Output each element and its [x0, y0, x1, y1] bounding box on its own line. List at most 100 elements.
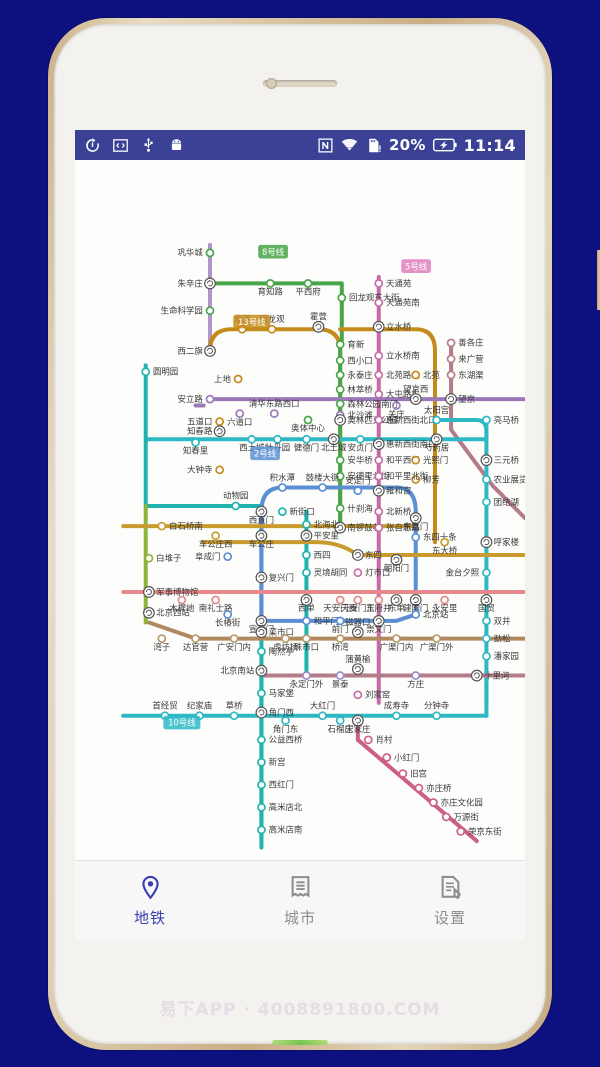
- map-station[interactable]: 肖村: [363, 735, 393, 745]
- map-station[interactable]: 北京站: [411, 609, 449, 619]
- map-station[interactable]: 东湖渠: [446, 370, 485, 380]
- map-station[interactable]: 知春路: [187, 425, 226, 438]
- map-station[interactable]: 清华东路西口: [249, 398, 300, 418]
- map-station[interactable]: 广渠门外: [420, 634, 454, 652]
- nav-item-metro[interactable]: 地铁: [75, 874, 225, 928]
- map-station[interactable]: 太阳宫: [424, 405, 449, 425]
- map-station[interactable]: 天安门东: [341, 595, 375, 613]
- map-station[interactable]: 白石桥南: [157, 521, 203, 531]
- map-station[interactable]: 桥湾: [332, 634, 349, 652]
- map-station[interactable]: 长椿街: [215, 610, 241, 628]
- map-station[interactable]: 动物园: [223, 491, 248, 511]
- map-station[interactable]: 高米店南: [257, 825, 302, 835]
- map-station[interactable]: 永安里: [432, 595, 457, 613]
- map-station[interactable]: 新街口: [277, 507, 315, 517]
- map-station[interactable]: 上地: [214, 374, 243, 384]
- map-station[interactable]: 草桥: [226, 700, 243, 721]
- map-station[interactable]: 惠新西街北口: [374, 415, 437, 425]
- map-station[interactable]: 平安里: [300, 529, 339, 542]
- map-station[interactable]: 车公庄: [249, 529, 275, 549]
- map-station[interactable]: 西小口: [335, 355, 373, 365]
- map-station[interactable]: 巩华城: [177, 248, 215, 258]
- map-station[interactable]: 柳芳: [411, 474, 440, 484]
- map-station[interactable]: 灵境胡同: [302, 568, 347, 578]
- map-station[interactable]: 崇文门: [366, 614, 391, 635]
- map-station[interactable]: 善各庄: [446, 338, 485, 348]
- map-station[interactable]: 安贞门: [348, 434, 373, 453]
- map-station[interactable]: 东大桥: [432, 537, 458, 556]
- map-station[interactable]: 北苑路北: [374, 370, 420, 380]
- map-station[interactable]: 成寿寺: [384, 700, 409, 721]
- map-station[interactable]: 金台夕照: [445, 568, 491, 578]
- map-station[interactable]: 西二旗: [177, 344, 216, 357]
- map-station[interactable]: 阜成门: [195, 552, 233, 562]
- map-station[interactable]: 健德门: [294, 434, 319, 453]
- map-station[interactable]: 车公庄西: [199, 531, 233, 549]
- map-station[interactable]: 五道口: [187, 417, 225, 427]
- map-station[interactable]: 西四: [302, 550, 331, 560]
- map-station[interactable]: 呼家楼: [480, 536, 520, 549]
- map-station[interactable]: 张自忠路: [374, 523, 420, 533]
- map-station[interactable]: 万源街: [441, 812, 480, 822]
- map-station[interactable]: 育知路: [258, 279, 284, 297]
- map-station[interactable]: 西单: [298, 594, 315, 614]
- map-station[interactable]: 奥体中心: [291, 415, 325, 433]
- map-station[interactable]: 奥林匹克公园: [334, 414, 398, 426]
- map-station[interactable]: 平西府: [295, 279, 321, 297]
- map-station[interactable]: 六道口: [227, 409, 252, 427]
- map-station[interactable]: 林萃桥: [335, 384, 374, 394]
- map-station[interactable]: 什刹海: [335, 503, 374, 513]
- map-station[interactable]: 达官营: [183, 634, 208, 652]
- map-station[interactable]: 和平门: [302, 616, 339, 626]
- map-station[interactable]: 蒲黄榆: [345, 654, 371, 676]
- map-station[interactable]: 十里河: [470, 669, 510, 682]
- map-station[interactable]: 西直门: [249, 505, 274, 525]
- map-station[interactable]: 芍药居: [424, 433, 449, 453]
- map-station[interactable]: 广渠门内: [380, 634, 414, 652]
- map-station[interactable]: 木樨地: [169, 595, 195, 613]
- map-station[interactable]: 荣京东街: [456, 826, 502, 836]
- map-station[interactable]: 和平里北街: [374, 471, 429, 481]
- map-station[interactable]: 农业展览馆: [482, 474, 525, 484]
- map-station[interactable]: 北海北: [302, 519, 340, 529]
- map-station[interactable]: 永泰庄: [335, 370, 374, 380]
- map-station[interactable]: 磁器口: [345, 617, 370, 639]
- map-station[interactable]: 军事博物馆: [143, 586, 199, 598]
- map-station[interactable]: 惠新西街南口: [372, 438, 437, 451]
- map-station[interactable]: 公益西桥: [257, 735, 303, 745]
- map-station[interactable]: 东四: [351, 549, 382, 561]
- map-station[interactable]: 白堆子: [144, 553, 182, 563]
- metro-map-canvas[interactable]: 巩华城朱辛庄育知路平西府回龙观东大街生命科学园天通苑天通苑南龙泽回龙观霍营立水桥…: [75, 160, 525, 860]
- map-station[interactable]: 建国门: [403, 594, 428, 614]
- map-station[interactable]: 朱辛庄: [177, 277, 216, 290]
- map-station[interactable]: 安华桥: [335, 455, 374, 465]
- map-station[interactable]: 育新: [335, 339, 365, 349]
- power-button[interactable]: [597, 250, 600, 310]
- map-station[interactable]: 宋家庄: [345, 714, 371, 734]
- map-station[interactable]: 大红门: [310, 700, 335, 721]
- map-station[interactable]: 回龙观: [259, 314, 285, 334]
- map-station[interactable]: 南礼士路: [199, 595, 233, 613]
- map-station[interactable]: 马家堡: [257, 688, 295, 698]
- map-station[interactable]: 亦庄桥: [414, 783, 452, 793]
- map-station[interactable]: 东直门: [403, 512, 428, 532]
- map-station[interactable]: 石榴庄: [328, 716, 354, 734]
- map-station[interactable]: 三元桥: [480, 454, 520, 467]
- map-station[interactable]: 国贸: [478, 594, 495, 614]
- metro-map-svg[interactable]: 巩华城朱辛庄育知路平西府回龙观东大街生命科学园天通苑天通苑南龙泽回龙观霍营立水桥…: [75, 160, 525, 860]
- map-station[interactable]: 立水桥南: [374, 351, 420, 361]
- map-station[interactable]: 劲松: [482, 633, 511, 643]
- map-station[interactable]: 角门东: [273, 716, 298, 734]
- map-station[interactable]: 天安门西: [323, 595, 357, 613]
- map-station[interactable]: 双井: [482, 616, 511, 626]
- map-station[interactable]: 霍营: [310, 312, 327, 333]
- map-station[interactable]: 珠市口: [294, 634, 319, 652]
- map-station[interactable]: 雍和宫: [372, 484, 411, 497]
- map-station[interactable]: 天通苑: [374, 278, 412, 288]
- map-station[interactable]: 潘家园: [482, 651, 519, 661]
- map-station[interactable]: 北京南站: [220, 664, 268, 677]
- map-station[interactable]: 立水桥: [372, 320, 412, 333]
- map-station[interactable]: 回龙观东大街: [337, 293, 400, 303]
- map-station[interactable]: 亮马桥: [482, 415, 520, 425]
- nav-item-settings[interactable]: 设置: [375, 874, 525, 928]
